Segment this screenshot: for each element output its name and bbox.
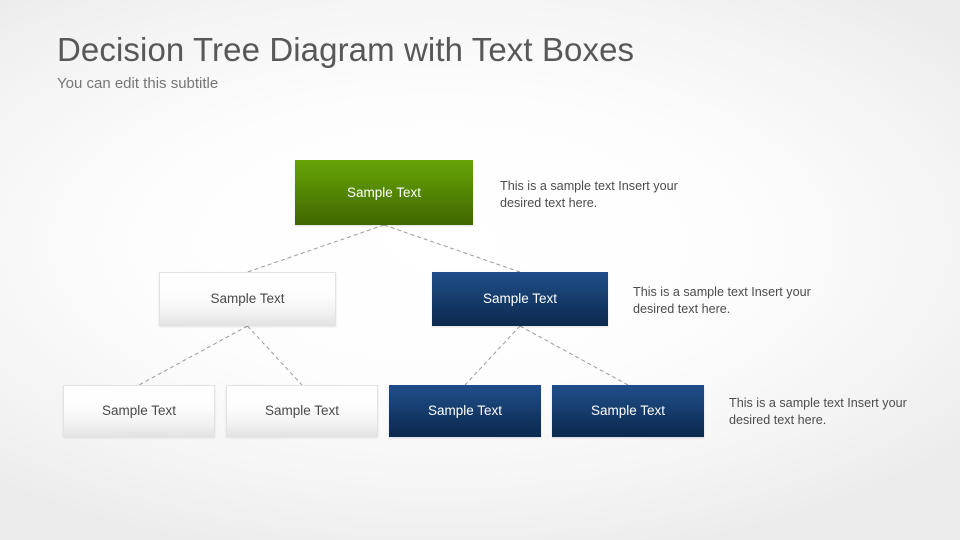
page-title: Decision Tree Diagram with Text Boxes bbox=[57, 31, 635, 68]
connector-l2b-to-l3c bbox=[464, 325, 521, 386]
connector-l2a-to-l3b bbox=[247, 325, 303, 386]
tree-node-l3b[interactable]: Sample Text bbox=[226, 385, 378, 437]
tree-node-l3c[interactable]: Sample Text bbox=[389, 385, 541, 437]
tree-node-l2a[interactable]: Sample Text bbox=[159, 272, 336, 326]
tree-node-label: Sample Text bbox=[101, 403, 177, 418]
tree-node-l2b[interactable]: Sample Text bbox=[432, 272, 608, 326]
connector-root-to-l2b bbox=[383, 224, 521, 273]
tree-node-label: Sample Text bbox=[427, 403, 503, 418]
tree-node-l3d[interactable]: Sample Text bbox=[552, 385, 704, 437]
tree-node-root[interactable]: Sample Text bbox=[295, 160, 473, 225]
connector-l2a-to-l3a bbox=[138, 325, 248, 386]
annotation-text-3: This is a sample text Insert your desire… bbox=[729, 396, 907, 427]
tree-node-label: Sample Text bbox=[264, 403, 340, 418]
page-subtitle: You can edit this subtitle bbox=[57, 75, 219, 92]
tree-node-label: Sample Text bbox=[210, 291, 285, 306]
tree-node-label: Sample Text bbox=[590, 403, 666, 418]
tree-node-label: Sample Text bbox=[482, 291, 558, 306]
title-block: Decision Tree Diagram with Text Boxes Yo… bbox=[57, 30, 907, 94]
annotation-text-2: This is a sample text Insert your desire… bbox=[633, 285, 811, 316]
tree-node-label: Sample Text bbox=[346, 184, 422, 200]
connector-root-to-l2a bbox=[247, 224, 385, 273]
tree-node-l3a[interactable]: Sample Text bbox=[63, 385, 215, 437]
connector-l2b-to-l3d bbox=[519, 325, 629, 386]
annotation-text-1: This is a sample text Insert your desire… bbox=[500, 179, 678, 210]
